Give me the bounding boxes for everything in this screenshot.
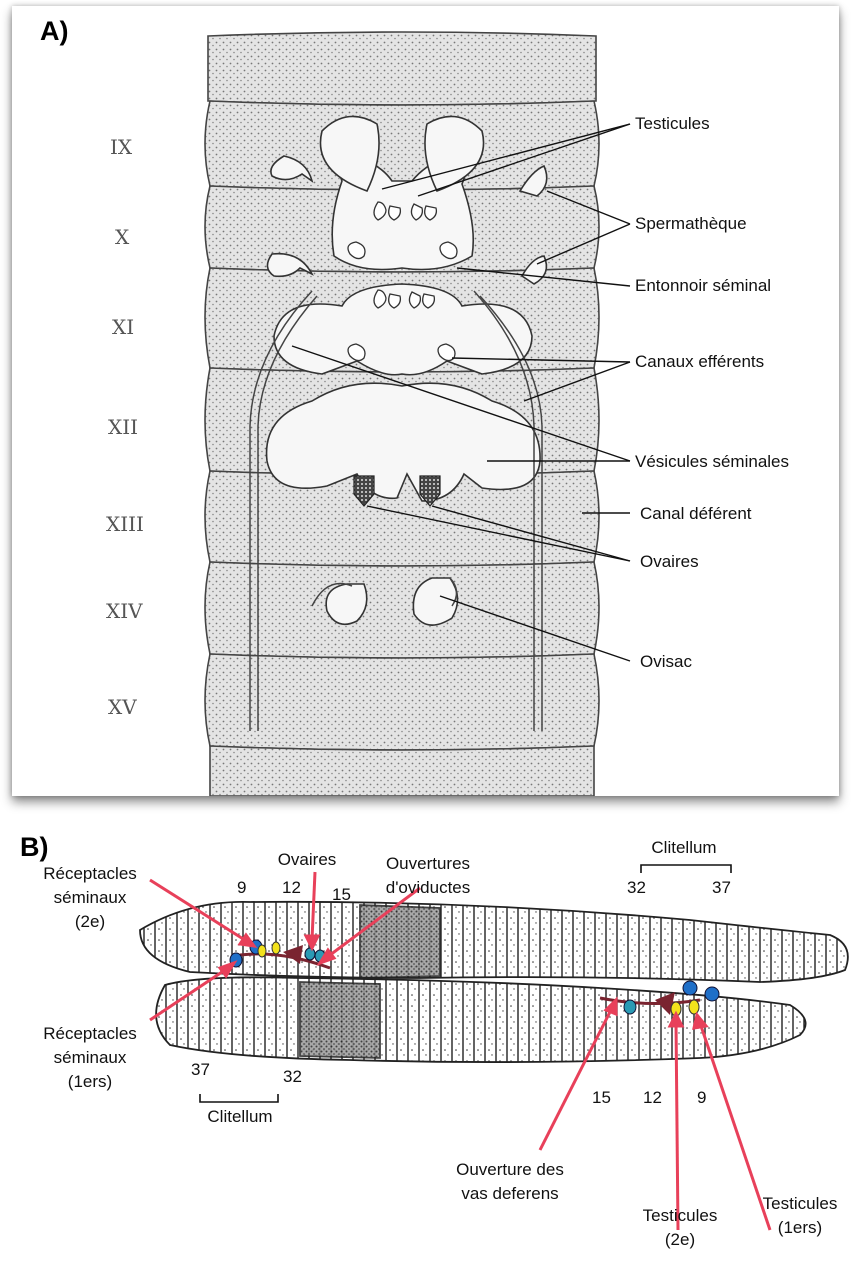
num-bottom-right-12: 12 (643, 1088, 662, 1107)
num-top-left-12: 12 (282, 878, 301, 897)
num-bottom-right-9: 9 (697, 1088, 706, 1107)
num-top-right-37: 37 (712, 878, 731, 897)
organ-labels: Testicules Spermathèque Entonnoir sémina… (635, 114, 789, 671)
segment-xiv-label: XIV (106, 599, 143, 623)
segment-xi-label: XI (112, 315, 134, 339)
label-testicules: Testicules (635, 114, 710, 133)
label-vesicules: Vésicules séminales (635, 452, 789, 471)
segment-xv-label: XV (108, 695, 137, 719)
label-ovisac: Ovisac (640, 652, 692, 671)
num-top-right-32: 32 (627, 878, 646, 897)
segment-ix-label: IX (110, 135, 133, 159)
panel-b-label: B) (20, 832, 49, 863)
label-canal-deferent: Canal déférent (640, 504, 752, 523)
panel-a-label: A) (40, 16, 69, 47)
num-top-left-15: 15 (332, 885, 351, 904)
panel-a: IX X XI XII XIII XIV XV Testicules (12, 6, 839, 796)
earthworm-lateral-diagram: 9 12 15 37 32 32 37 15 12 9 (0, 860, 857, 1266)
num-bottom-right-15: 15 (592, 1088, 611, 1107)
label-spermatheque: Spermathèque (635, 214, 747, 233)
num-top-left-9: 9 (237, 878, 246, 897)
label-ovaires: Ovaires (640, 552, 699, 571)
label-entonnoir: Entonnoir séminal (635, 276, 771, 295)
num-bottom-left-37: 37 (191, 1060, 210, 1079)
reproductive-system-dorsal-diagram: IX X XI XII XIII XIV XV Testicules (12, 6, 839, 796)
num-bottom-left-32: 32 (283, 1067, 302, 1086)
segment-xii-label: XII (108, 415, 138, 439)
segment-xiii-label: XIII (106, 512, 144, 536)
label-clitellum-top: Clitellum (634, 838, 734, 858)
label-canaux-efferents: Canaux efférents (635, 352, 764, 371)
segment-numerals: IX X XI XII XIII XIV XV (106, 135, 144, 719)
segment-x-label: X (115, 225, 130, 249)
